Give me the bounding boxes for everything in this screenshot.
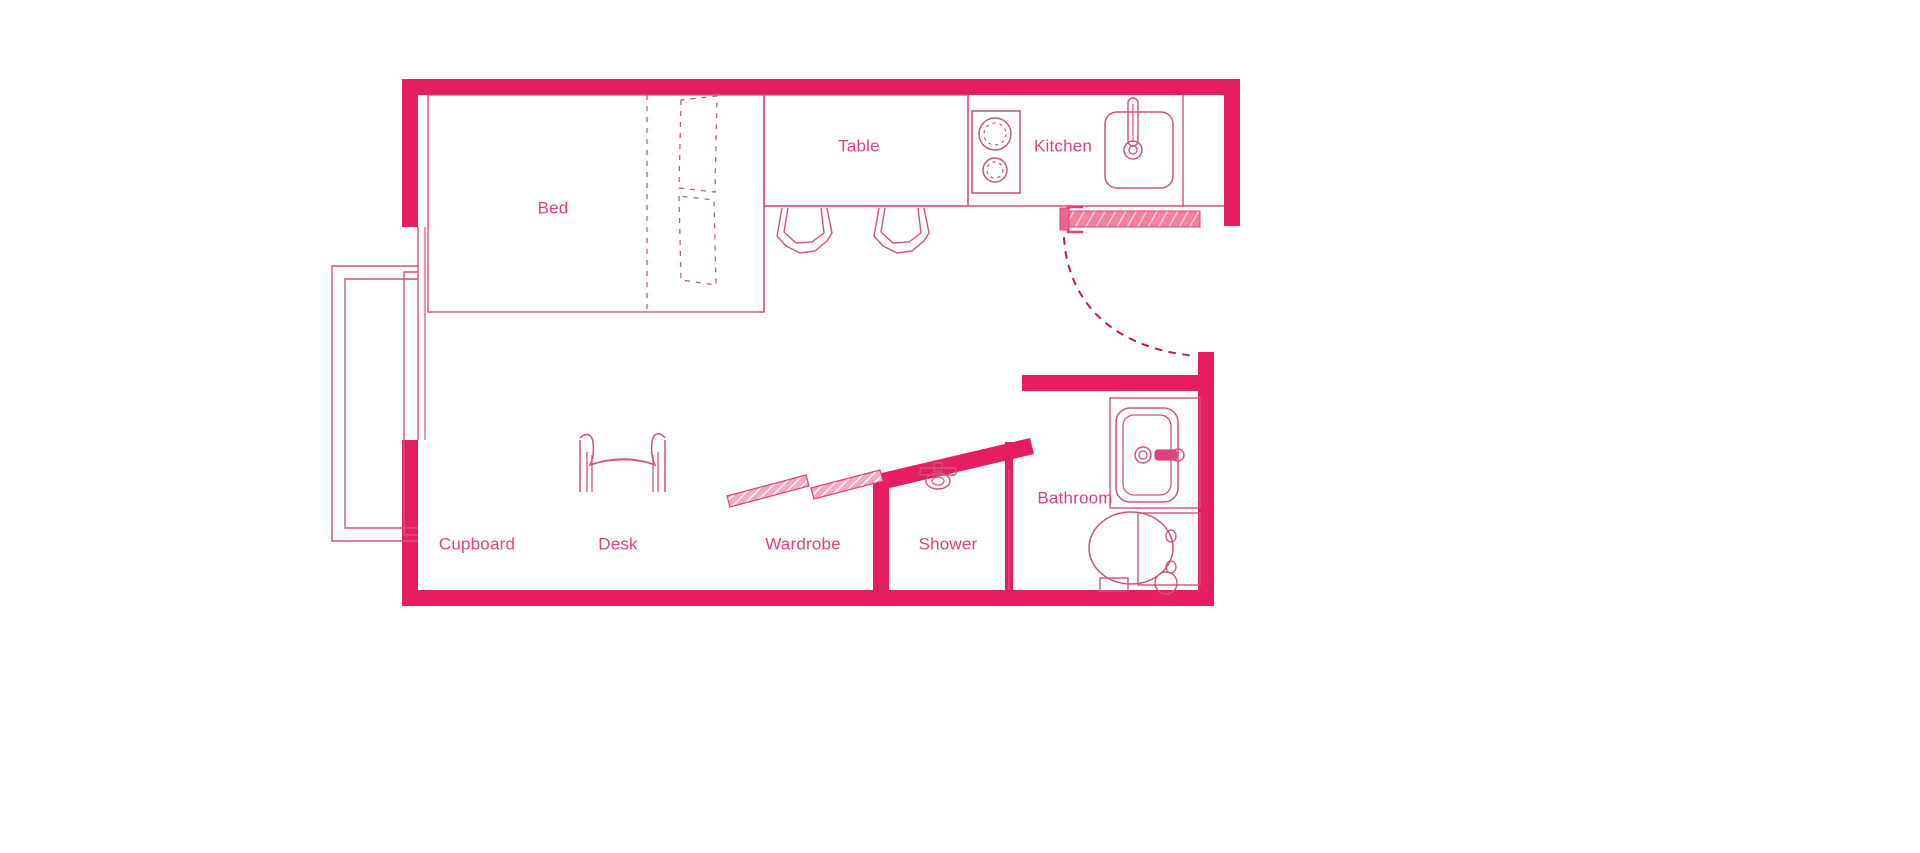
wall-bathroom-top (1022, 375, 1206, 391)
stove-cooktop (971, 110, 1021, 194)
label-table: Table (838, 136, 880, 155)
wardrobe-door-left[interactable] (726, 474, 810, 508)
kitchen-faucet-base (1123, 140, 1143, 160)
shower-head-stem (933, 462, 943, 472)
stove-outline (971, 110, 1021, 194)
wall-top (402, 79, 1240, 95)
room-labels-group: Bed Table Kitchen Cupboard Desk Wardrobe… (439, 136, 1113, 553)
wall-shower-left (873, 473, 889, 598)
desk-chair (579, 433, 666, 492)
toilet-flush-button (1154, 571, 1178, 595)
kitchen-sink (1104, 97, 1174, 189)
toilet (1088, 511, 1201, 595)
washbasin-drain-inner (1138, 450, 1148, 460)
wardrobe-sliding-doors[interactable] (726, 469, 884, 508)
wall-right-lower (1198, 352, 1214, 606)
window-frame-inner (344, 278, 418, 529)
label-cupboard: Cupboard (439, 534, 515, 553)
stove-burner-large (978, 117, 1012, 151)
window-bay (331, 227, 426, 542)
shower-head-bar (919, 467, 957, 476)
wall-bottom (402, 590, 1214, 606)
stove-burner-large-inner (983, 122, 1007, 146)
wall-right-upper (1224, 79, 1240, 226)
wall-diagonal (873, 438, 1034, 491)
dining-chair-1 (776, 207, 833, 254)
bed-pillow-lower (678, 195, 717, 286)
desk-chair-seat-front (589, 459, 656, 466)
dining-chairs-group (776, 207, 930, 254)
stove-burner-small (982, 157, 1008, 183)
label-wardrobe: Wardrobe (765, 534, 841, 553)
label-bed: Bed (538, 198, 569, 217)
kitchen-sink-basin (1104, 111, 1174, 189)
walls-group (402, 79, 1240, 606)
dining-chair-2 (873, 207, 930, 254)
entrance-door-leaf[interactable] (1059, 210, 1201, 228)
washbasin-drain (1134, 446, 1152, 464)
bed-furniture (427, 94, 765, 313)
entrance-door-hinge (1059, 207, 1070, 231)
wall-left-lower (402, 440, 418, 606)
washbasin-basin-outer (1115, 407, 1179, 503)
entrance-door-swing-arc (1063, 237, 1197, 357)
label-shower: Shower (919, 534, 978, 553)
wall-left-upper (402, 79, 418, 227)
washbasin-faucet (1154, 449, 1178, 461)
toilet-bowl (1088, 511, 1174, 585)
window-frame-mid (331, 265, 418, 542)
window-frame-outer (403, 271, 418, 536)
toilet-seat-hinge-upper (1165, 529, 1177, 543)
label-desk: Desk (598, 534, 638, 553)
label-kitchen: Kitchen (1034, 136, 1092, 155)
desk-chair-back (579, 433, 666, 467)
kitchen-faucet-base-inner (1128, 145, 1138, 155)
bathroom-washbasin (1109, 397, 1201, 509)
table-counter (763, 94, 1224, 207)
shower-fixture (919, 462, 1010, 590)
wardrobe-door-right[interactable] (810, 469, 884, 500)
toilet-cistern (1137, 512, 1201, 586)
shower-head-rose-inner (931, 476, 945, 486)
washbasin-faucet-head (1171, 448, 1185, 462)
label-bathroom: Bathroom (1037, 488, 1112, 507)
washbasin-counter (1109, 397, 1201, 509)
shower-head-rose (925, 472, 951, 490)
bed-pillow-upper (678, 95, 718, 193)
entrance-door[interactable] (1059, 205, 1201, 357)
toilet-floor-plate (1099, 577, 1129, 592)
stove-burner-small-inner (986, 161, 1004, 179)
